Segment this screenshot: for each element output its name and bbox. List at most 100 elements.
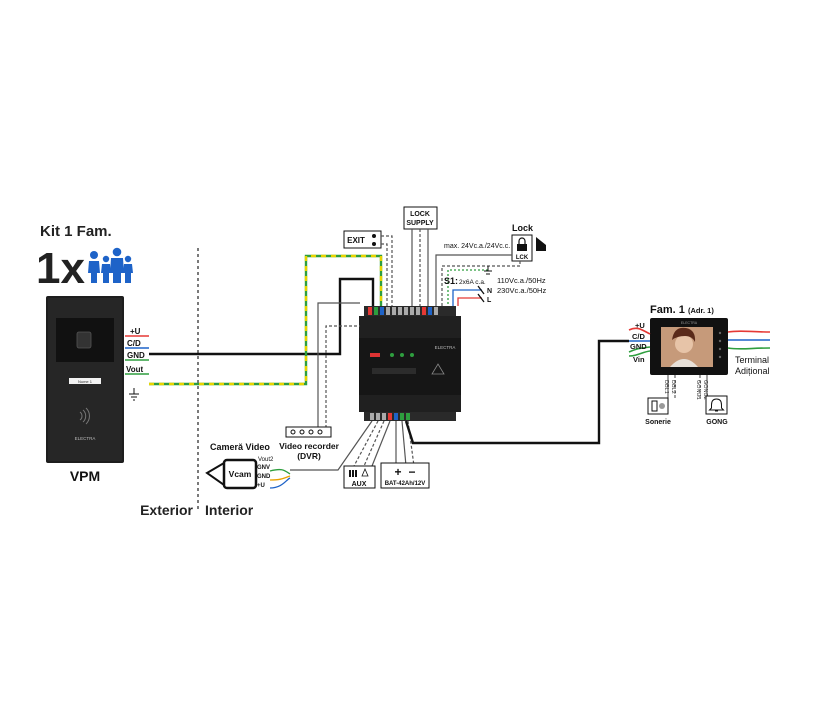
sonerie-box [647,397,669,415]
dvr-terminal-3 [308,429,314,435]
dvr-line1: Video recorder [279,441,340,451]
monitor-button-4 [718,355,722,359]
battery-minus: − [408,465,415,479]
monitor-terminal-gnd: GND [630,342,647,351]
s1-switch-icon [477,285,485,303]
battery-box [380,462,430,489]
aux-box [343,465,376,489]
label-gong2: GONG2 [702,380,708,400]
camera-box-label: Vcam [229,469,252,479]
panel-terminal-gnd: GND [127,351,145,360]
warning-icon [431,363,445,375]
controller-led-2 [400,353,404,357]
monitor-button-1 [718,331,722,335]
camera-lens [76,331,92,349]
monitor-brand: ELECTRA [681,321,698,325]
exit-box [343,230,382,249]
controller-label-plate [372,368,416,374]
monitor-button-2 [718,339,722,343]
controller-unit: ELECTRA [359,306,461,421]
s1-spec: 2x6A c.a. [459,279,486,286]
sonerie-label: Sonerie [645,419,671,426]
monitor-terminal-cd: C/D [632,332,646,341]
monitor-address: (Adr. 1) [688,306,714,315]
monitor-unit: ELECTRA [650,318,728,375]
zone-interior: Interior [205,502,254,518]
zone-exterior: Exterior [140,502,193,518]
panel-terminal-vout: Vout [126,365,144,374]
earth-icon [484,266,492,275]
exit-button-contact-2 [372,242,376,246]
monitor-terminal-vin: Vin [633,355,645,364]
camera-terminal-u: +U [257,483,265,489]
lock-supply-line1: LOCK [410,211,430,218]
exit-wires [381,235,393,306]
controller-led-1 [390,353,394,357]
monitor-left-wires [628,327,651,357]
dvr-terminal-2 [299,429,305,435]
door-panel: Nume 1 ELECTRA [46,296,124,463]
bell-icon [708,398,725,412]
kit-title: Kit 1 Fam. [40,223,112,240]
dvr-wires [317,302,360,428]
camera-terminal-gnd: GND [257,474,271,480]
dvr-terminal-4 [317,429,323,435]
controller-top-terminals [364,306,456,316]
s1-wires [447,269,488,306]
camera-terminal-gnv: GNV [257,465,270,471]
panel-terminal-cd: C/D [127,339,141,348]
controller-bottom-terminals [364,412,456,421]
battery-plus: + [394,465,401,479]
dvr-terminal-1 [290,429,296,435]
name-tag [69,378,101,384]
lock-spec: max. 24Vc.a./24Vc.c. [444,243,510,250]
kit-multiplier: 1x [36,244,85,293]
monitor-terminal-u: +U [635,321,645,330]
aux-label: AUX [352,481,367,488]
lock-wires [435,254,521,306]
bus-wire-to-monitor [404,339,629,445]
s1-label: S1: [444,276,458,286]
s1-voltage-230: 230Vc.a./50Hz [497,286,546,295]
panel-label: VPM [70,468,100,484]
family-icon [88,247,133,283]
panel-brand: ELECTRA [75,436,96,441]
camera-title: Cameră Video [210,442,270,452]
doorbell-button-icon [651,400,665,412]
bus-wire-black [149,277,375,356]
monitor-right-wires [727,330,771,350]
aux-icon [349,467,369,477]
camera-wires [269,468,291,489]
label-gong1: GONG1 [695,380,701,400]
s1-voltage-110: 110Vc.a./50Hz [497,276,546,285]
label-dbl2: DBL2 [670,380,676,394]
battery-label: BAT-42Ah/12V [385,481,426,487]
video-wire-green-yellow [149,254,383,386]
padlock-icon [517,237,527,251]
terminal-label-line1: Terminal [735,355,769,365]
camera-icon [205,458,258,490]
controller-bottom-wires [290,420,415,471]
exit-button-contact-1 [372,234,376,238]
lock-supply-wires [411,229,429,306]
lock-supply-line2: SUPPLY [406,220,434,227]
door-icon [536,237,546,251]
name-tag-text: Nume 1 [78,379,93,384]
dvr-line2: (DVR) [297,451,321,461]
monitor-button-3 [718,347,722,351]
s1-n: N [487,288,492,295]
gong-label: GONG [706,419,728,426]
controller-led-3 [410,353,414,357]
controller-status-led [370,353,380,357]
controller-brand: ELECTRA [435,345,456,350]
s1-l: L [487,297,492,304]
exit-label: EXIT [347,236,365,245]
panel-terminal-u: +U [130,327,141,336]
monitor-title: Fam. 1 [650,304,685,316]
terminal-label-line2: Adițional [735,366,770,376]
label-dbl1: DBL1 [663,380,669,394]
ground-icon [129,388,139,401]
lock-title: Lock [512,223,534,233]
camera-terminal-vout2: Vout2 [258,457,274,463]
